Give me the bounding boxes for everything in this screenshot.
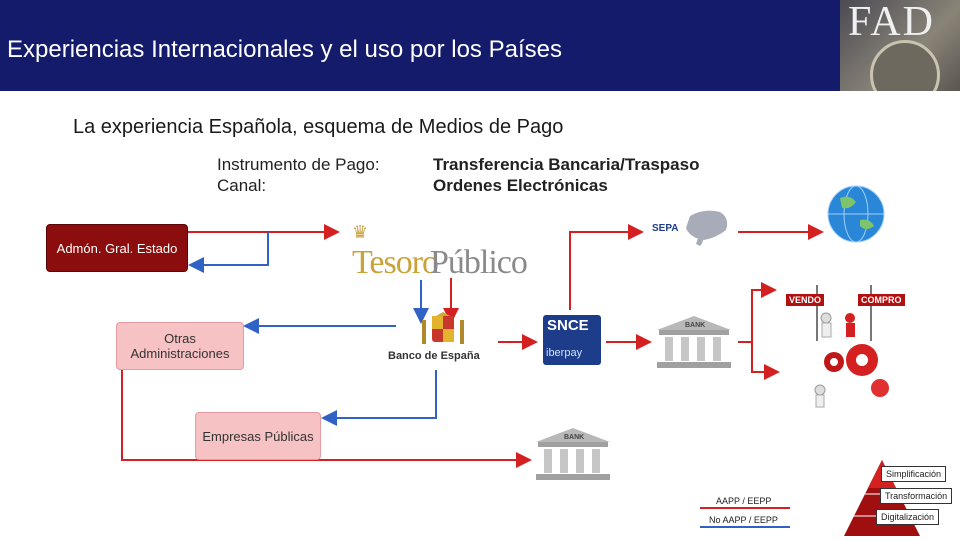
bank-building — [657, 316, 731, 368]
slide-subtitle: La experiencia Española, esquema de Medi… — [73, 116, 564, 138]
vendo-sign: VENDO — [786, 294, 825, 306]
flow-bde-to-empresas — [321, 370, 437, 426]
iberpay-text: iberpay — [546, 347, 583, 359]
admin-node: Admón. Gral. Estado — [46, 224, 188, 272]
page-title: Experiencias Internacionales y el uso po… — [7, 36, 562, 63]
tesoro-text-a: Tesoro — [352, 244, 439, 281]
tesoro-text-b: Público — [430, 244, 528, 281]
flow-bank-branch — [738, 282, 777, 343]
bde-text: Banco de España — [388, 350, 480, 362]
channel-value: Ordenes Electrónicas — [433, 176, 608, 195]
flow-otras-loop — [121, 370, 532, 468]
pyramid-transformacion: Transformación — [880, 488, 953, 504]
legend-no-aapp: No AAPP / EEPP — [709, 515, 778, 525]
otras-node: Otras Administraciones — [116, 322, 244, 370]
flow-empresas-to-bank — [320, 380, 432, 436]
bank-text-2: BANK — [564, 434, 585, 441]
bde-logo: Banco de España — [386, 312, 496, 368]
sepa-logo: SEPA — [650, 211, 734, 247]
bank-icon-2: BANK — [534, 426, 612, 482]
fad-logo: FAD — [840, 0, 960, 91]
handshake-icon — [816, 285, 872, 341]
bank-text: BANK — [685, 322, 706, 329]
snce-text: SNCE — [547, 317, 589, 334]
flow-to-sepa — [569, 224, 644, 310]
snce-logo: SNCE iberpay — [543, 315, 601, 365]
globe-icon — [827, 185, 885, 243]
flow-tesoro-to-admin — [188, 232, 269, 273]
compro-sign: COMPRO — [858, 294, 905, 306]
pyramid-digitalizacion: Digitalización — [876, 509, 940, 525]
logo-text: FAD — [848, 0, 935, 45]
gears-icon — [814, 344, 889, 408]
empresas-node: Empresas Públicas — [195, 412, 321, 460]
bank-building-2 — [536, 428, 610, 480]
legend-aapp: AAPP / EEPP — [716, 496, 772, 506]
sepa-text: SEPA — [652, 223, 679, 234]
instrument-value: Transferencia Bancaria/Traspaso — [433, 155, 700, 174]
pyramid-simplificacion: Simplificación — [881, 466, 947, 482]
bank-icon: BANK — [655, 314, 733, 370]
instrument-label: Instrumento de Pago: — [217, 155, 380, 174]
coat-of-arms-icon — [422, 312, 464, 344]
europe-map-icon — [686, 210, 728, 246]
header-bar: Experiencias Internacionales y el uso po… — [0, 0, 960, 91]
crown-icon: ♛ — [352, 222, 369, 242]
flow-bank-branch-2 — [751, 342, 780, 380]
tesoro-logo: ♛ Tesoro Público — [352, 222, 532, 282]
imf-seal-icon — [870, 40, 940, 91]
channel-label: Canal: — [217, 176, 267, 195]
